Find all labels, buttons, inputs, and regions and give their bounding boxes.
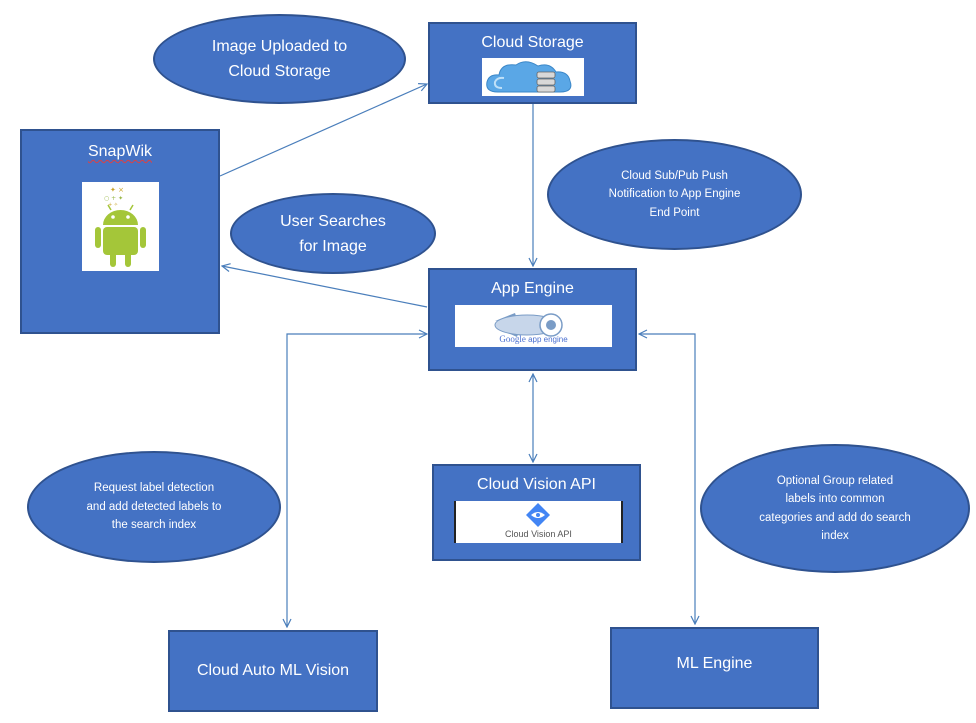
cloud-storage-label: Cloud Storage	[481, 34, 584, 51]
note-image-uploaded-line-2: Cloud Storage	[228, 63, 331, 80]
app-engine-logo-brand: Google	[499, 334, 526, 344]
app-engine-label: App Engine	[491, 280, 574, 297]
note-user-searches-line-1: User Searches	[280, 212, 386, 230]
note-optional-group-line-4: index	[821, 530, 849, 542]
note-optional-group-line-3: categories and add do search	[759, 511, 911, 524]
note-pubsub-push-line-3: End Point	[649, 206, 700, 219]
note-image-uploaded: Image Uploaded to Cloud Storage	[153, 14, 406, 104]
arrow-automl	[287, 334, 427, 627]
svg-text:✦ ×: ✦ ×	[110, 186, 124, 194]
cloud-auto-ml-vision-label: Cloud Auto ML Vision	[196, 662, 350, 679]
app-engine-logo-product: app engine	[528, 335, 568, 344]
note-request-label-line-1: Request label detection	[93, 482, 215, 495]
snapwik-label: SnapWik	[87, 143, 153, 160]
cloud-storage-icon	[482, 58, 584, 96]
note-user-searches-line-2: for Image	[299, 237, 367, 255]
note-request-label-line-3: the search index	[111, 519, 197, 532]
note-optional-group: Optional Group related labels into commo…	[700, 444, 970, 573]
ml-engine-node: ML Engine	[610, 627, 819, 709]
note-optional-group-line-2: labels into common	[785, 493, 885, 505]
note-request-label: Request label detection and add detected…	[27, 451, 281, 563]
cloud-vision-logo-icon: Cloud Vision API	[454, 501, 623, 543]
note-image-uploaded-line-1: Image Uploaded to	[211, 38, 348, 55]
snapwik-node: SnapWik ✦ × ○ + ✦ + ✧	[20, 129, 220, 334]
app-engine-node: App Engine Google app engine	[428, 268, 637, 371]
note-optional-group-line-1: Optional Group related	[776, 474, 894, 487]
ml-engine-label: ML Engine	[676, 655, 753, 672]
note-pubsub-push-line-1: Cloud Sub/Pub Push	[621, 169, 728, 182]
cloud-storage-node: Cloud Storage	[428, 22, 637, 104]
app-engine-logo-icon: Google app engine	[455, 305, 612, 347]
arrow-search	[222, 266, 428, 308]
svg-text:+ ✧: + ✧	[108, 202, 118, 208]
note-pubsub-push: Cloud Sub/Pub Push Notification to App E…	[547, 139, 802, 250]
cloud-vision-api-label: Cloud Vision API	[477, 476, 596, 493]
cloud-vision-logo-text: Cloud Vision API	[505, 529, 572, 539]
note-request-label-line-2: and add detected labels to	[86, 500, 222, 513]
arrow-mlengine	[639, 334, 695, 624]
svg-text:○ + ✦: ○ + ✦	[104, 195, 123, 202]
android-icon: ✦ × ○ + ✦ + ✧	[82, 182, 159, 271]
note-pubsub-push-line-2: Notification to App Engine	[608, 188, 741, 201]
cloud-auto-ml-vision-node: Cloud Auto ML Vision	[168, 630, 378, 712]
cloud-vision-api-node: Cloud Vision API Cloud Vision API	[432, 464, 641, 561]
note-user-searches: User Searches for Image	[230, 193, 436, 274]
arrow-upload	[219, 84, 427, 177]
